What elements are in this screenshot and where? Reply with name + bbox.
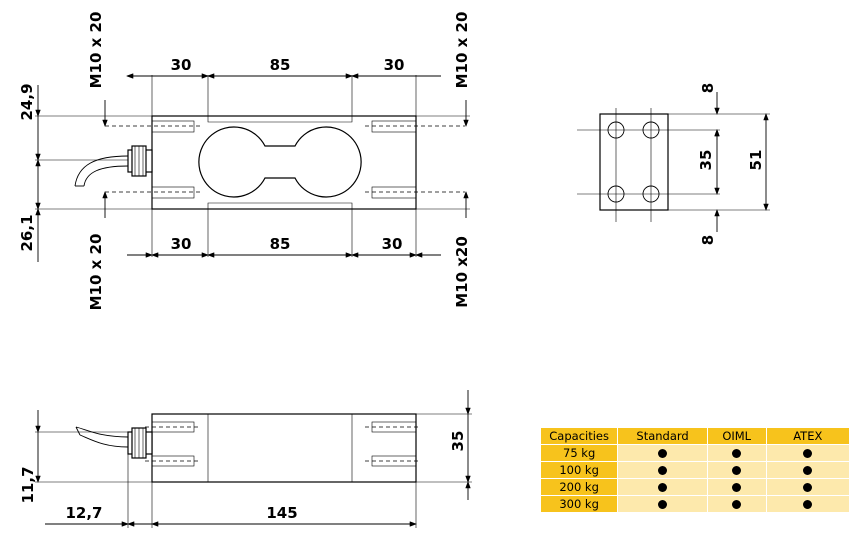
threaded-holes-left	[105, 120, 200, 199]
threaded-holes-right	[365, 120, 465, 199]
col-header-atex: ATEX	[765, 427, 851, 445]
dim-top-mid: 85	[270, 56, 291, 74]
col-header-capacities: Capacities	[539, 427, 619, 445]
cable-gland-top	[74, 145, 153, 187]
table-row: 200 kg	[539, 478, 851, 496]
available-dot-icon	[658, 500, 668, 509]
table-row: 75 kg	[539, 444, 851, 462]
capacity-cell: 200 kg	[539, 478, 619, 496]
end-face	[599, 113, 669, 211]
atex-cell	[765, 444, 851, 462]
cable-gland-side	[75, 426, 153, 459]
thread-bottom-left: M10 x 20	[87, 234, 105, 311]
dim-height-top: 24,9	[18, 83, 36, 120]
dim-side-12-7: 12,7	[65, 504, 102, 522]
available-dot-icon	[803, 483, 813, 492]
capacity-cell: 100 kg	[539, 461, 619, 479]
dim-end-51: 51	[747, 150, 765, 171]
side-view: 35 11,7 12,7 145	[19, 390, 472, 528]
standard-cell	[617, 495, 708, 513]
col-header-standard: Standard	[617, 427, 708, 445]
capacity-table: Capacities Standard OIML ATEX 75 kg 100 …	[539, 427, 851, 513]
oiml-cell	[706, 478, 767, 496]
available-dot-icon	[732, 449, 742, 458]
atex-cell	[765, 478, 851, 496]
oiml-cell	[706, 444, 767, 462]
dim-side-35: 35	[449, 431, 467, 452]
available-dot-icon	[658, 449, 668, 458]
dim-top-left: 30	[171, 56, 192, 74]
table-row: 300 kg	[539, 495, 851, 513]
dim-bot-left: 30	[171, 235, 192, 253]
dim-bot-mid: 85	[270, 235, 291, 253]
available-dot-icon	[658, 466, 668, 475]
col-header-oiml: OIML	[706, 427, 767, 445]
available-dot-icon	[803, 500, 813, 509]
top-view: 30 85 30 30 85 30 24,9 26,1 M10 x 20 M10…	[18, 12, 471, 311]
oiml-cell	[706, 461, 767, 479]
thread-top-left: M10 x 20	[87, 12, 105, 89]
capacity-cell: 300 kg	[539, 495, 619, 513]
standard-cell	[617, 478, 708, 496]
end-view: 8 35 51 8	[577, 83, 770, 245]
available-dot-icon	[803, 449, 813, 458]
dim-top-right: 30	[384, 56, 405, 74]
available-dot-icon	[658, 483, 668, 492]
standard-cell	[617, 461, 708, 479]
available-dot-icon	[732, 466, 742, 475]
thread-top-right: M10 x 20	[453, 12, 471, 89]
double-bore	[198, 126, 362, 198]
available-dot-icon	[732, 483, 742, 492]
dim-bot-right: 30	[382, 235, 403, 253]
atex-cell	[765, 495, 851, 513]
dim-end-35: 35	[697, 150, 715, 171]
atex-cell	[765, 461, 851, 479]
dim-end-8-bottom: 8	[699, 235, 717, 245]
dim-end-8-top: 8	[699, 83, 717, 93]
thread-bottom-right: M10 x20	[453, 236, 471, 308]
dim-side-145: 145	[266, 504, 297, 522]
available-dot-icon	[732, 500, 742, 509]
dim-side-11-7: 11,7	[19, 466, 37, 503]
capacity-cell: 75 kg	[539, 444, 619, 462]
load-cell-body-side	[151, 413, 417, 483]
available-dot-icon	[803, 466, 813, 475]
table-header-row: Capacities Standard OIML ATEX	[539, 427, 851, 445]
oiml-cell	[706, 495, 767, 513]
standard-cell	[617, 444, 708, 462]
table-row: 100 kg	[539, 461, 851, 479]
dim-height-bottom: 26,1	[18, 214, 36, 251]
